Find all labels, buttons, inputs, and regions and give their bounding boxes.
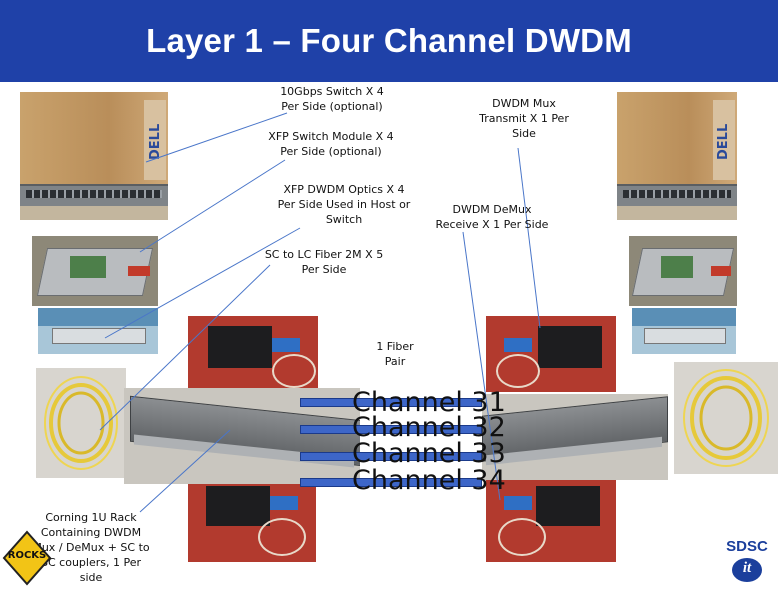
- channel-label: Channel 33: [352, 438, 506, 469]
- connector-line: [139, 159, 286, 253]
- sdsc-logo: SDSC it: [718, 538, 776, 586]
- rocks-sign-icon: ROCKS: [2, 530, 52, 586]
- demux-photo-left: [188, 478, 316, 562]
- channel-bar: [300, 452, 482, 461]
- xfp-module-photo-left: [32, 236, 158, 306]
- xfp-optics-photo-left: [38, 308, 158, 354]
- mux-photo-left: [188, 316, 318, 392]
- xfp-module-label: XFP Switch Module X 4 Per Side (optional…: [268, 130, 394, 158]
- channel-bar: [300, 425, 482, 434]
- channel-bar: [300, 398, 482, 407]
- demux-photo-right: [486, 478, 616, 562]
- channel-bar: [300, 478, 482, 487]
- mux-photo-right: [486, 316, 616, 392]
- fiber-coil-photo-right: [674, 362, 778, 474]
- switch-label: 10Gbps Switch X 4 Per Side (optional): [280, 85, 384, 113]
- rack-label: Corning 1U Rack Containing DWDM Mux / De…: [32, 511, 150, 584]
- xfp-optics-photo-right: [632, 308, 736, 354]
- sdsc-logo-text: SDSC: [726, 538, 768, 555]
- channel-label: Channel 32: [352, 412, 506, 443]
- fiber-coil-photo-left: [36, 368, 126, 478]
- channel-label: Channel 34: [352, 465, 506, 496]
- slide-title: Layer 1 – Four Channel DWDM: [146, 22, 632, 59]
- fiber-pair-label: 1 Fiber Pair: [376, 340, 414, 368]
- xfp-optics-label: XFP DWDM Optics X 4 Per Side Used in Hos…: [277, 183, 411, 226]
- rack-photo-right: [482, 394, 668, 480]
- connector-line: [145, 112, 288, 163]
- fiber-coil-icon: [683, 369, 769, 467]
- connector-line: [104, 227, 301, 339]
- fiber-coil-icon: [44, 376, 118, 470]
- switch-photo-right: DELL: [617, 92, 737, 220]
- rocks-sign-text: ROCKS: [7, 550, 47, 561]
- connector-line: [139, 429, 231, 513]
- connector-line: [462, 231, 501, 501]
- connector-line: [99, 264, 271, 431]
- mux-label: DWDM Mux Transmit X 1 Per Side: [479, 97, 569, 140]
- title-bar: Layer 1 – Four Channel DWDM: [0, 0, 778, 82]
- sc-lc-fiber-label: SC to LC Fiber 2M X 5 Per Side: [264, 248, 384, 276]
- connector-line: [517, 147, 541, 329]
- channel-label: Channel 31: [352, 387, 506, 418]
- switch-photo-left: DELL: [20, 92, 168, 220]
- xfp-module-photo-right: [629, 236, 737, 306]
- it-logo-text: it: [742, 560, 752, 576]
- demux-label: DWDM DeMux Receive X 1 Per Side: [435, 203, 549, 231]
